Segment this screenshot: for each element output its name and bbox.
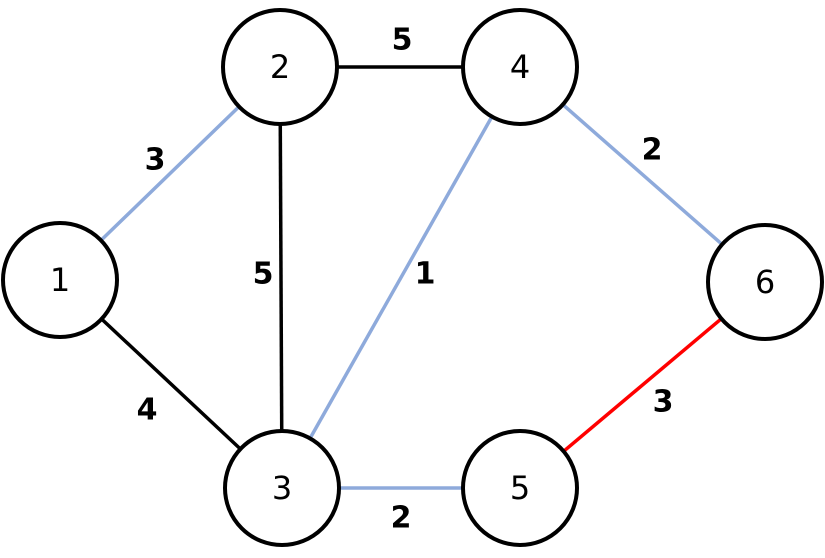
edge-weight-2-3: 5 [253, 257, 274, 292]
node-5: 5 [461, 429, 579, 547]
node-6: 6 [706, 223, 824, 341]
edge-1-2 [99, 105, 241, 242]
node-label-2: 2 [270, 48, 290, 86]
edge-weight-4-6: 2 [642, 133, 663, 168]
edge-weight-3-5: 2 [391, 501, 412, 536]
node-circle-5 [461, 429, 579, 547]
edge-weight-1-2: 3 [145, 143, 166, 178]
edge-weight-5-6: 3 [653, 385, 674, 420]
node-label-5: 5 [510, 469, 530, 507]
edge-5-6 [562, 317, 723, 453]
edge-2-3 [278, 123, 284, 432]
node-4: 4 [461, 8, 579, 126]
node-circle-3 [223, 429, 341, 547]
node-circle-4 [461, 8, 579, 126]
node-circle-6 [706, 223, 824, 341]
edge-weights-layer: 3 4 5 5 1 2 2 3 [137, 23, 674, 536]
node-label-6: 6 [755, 263, 775, 301]
node-label-1: 1 [50, 261, 70, 299]
node-1: 1 [1, 221, 119, 339]
nodes-layer: 1 2 3 4 5 6 [1, 8, 824, 547]
edge-weight-3-4: 1 [415, 257, 436, 292]
edge-1-3 [100, 317, 242, 451]
edges-layer [99, 65, 724, 490]
edge-weight-2-4: 5 [392, 23, 413, 58]
node-circle-1 [1, 221, 119, 339]
node-label-3: 3 [272, 469, 292, 507]
node-2: 2 [221, 8, 339, 126]
edge-4-6 [561, 103, 724, 246]
node-label-4: 4 [510, 48, 530, 86]
edge-3-4 [308, 115, 494, 440]
edge-weight-1-3: 4 [137, 393, 158, 428]
node-3: 3 [223, 429, 341, 547]
node-circle-2 [221, 8, 339, 126]
